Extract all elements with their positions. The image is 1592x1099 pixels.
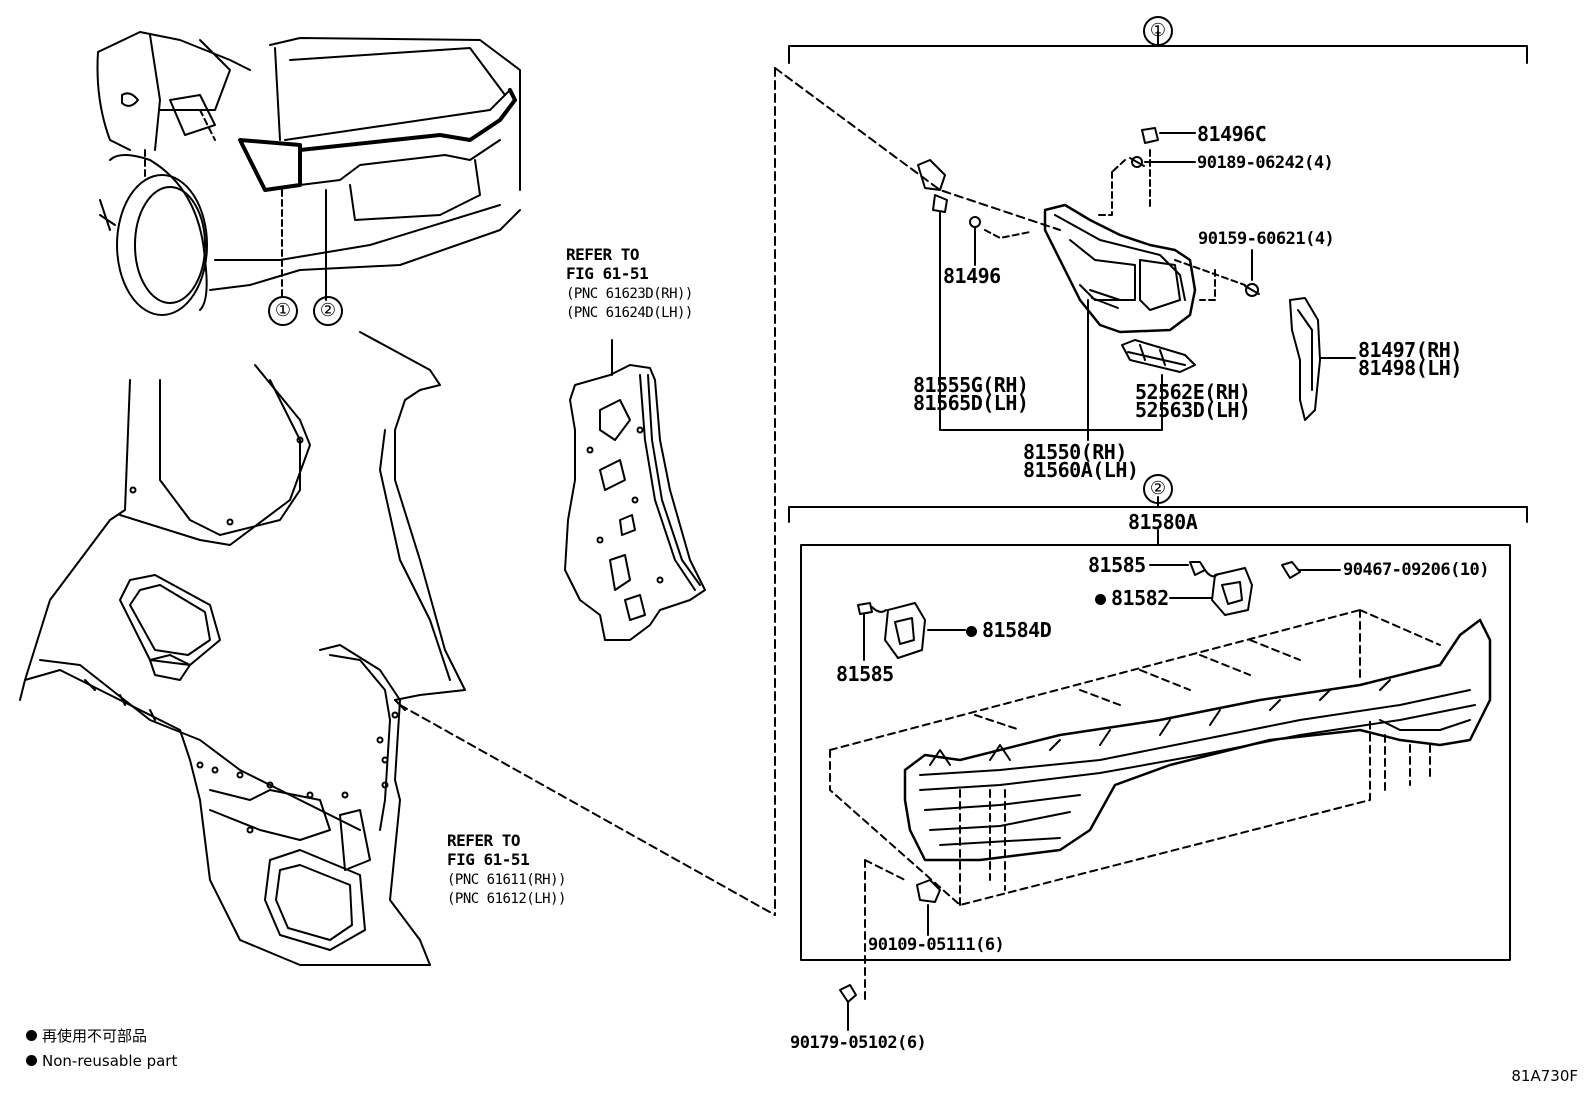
ref-upper-line1: REFER TO [566,245,640,264]
ref-lower-line3: (PNC 61611(RH)) [447,872,566,888]
group2-frame [788,496,1528,961]
part-81565D-lh: 81565D(LH) [913,391,1029,415]
legend-dot [26,1055,37,1066]
ref-upper-line4: (PNC 61624D(LH)) [566,305,693,321]
ref-upper-line3: (PNC 61623D(RH)) [566,286,693,302]
part-81584D: 81584D [966,618,1052,642]
part-81585-top: 81585 [1088,553,1146,577]
part-81582: 81582 [1095,588,1169,608]
part-90179-05102: 90179-05102(6) [790,1033,927,1053]
part-81584D-label: 81584D [982,618,1052,642]
figure-code: 81A730F [1511,1067,1578,1085]
part-81497-rh: 81497(RH) [1358,338,1462,362]
group1-parts [917,127,1356,421]
side-panel [564,339,706,641]
part-52562E-rh: 52562E(RH) [1135,380,1251,404]
quarter-panel [19,331,466,966]
part-81555G-rh: 81555G(RH) [913,373,1029,397]
legend-jp: 再使用不可部品 [26,1027,147,1045]
part-90467-09206: 90467-09206(10) [1343,560,1490,580]
legend-jp-text: 再使用不可部品 [42,1027,148,1045]
legend-en: Non-reusable part [26,1052,177,1070]
car-callout-1: ① [268,296,298,326]
part-81560A-lh: 81560A(LH) [1023,458,1139,482]
ref-upper-line2: FIG 61-51 [566,264,649,283]
part-81580A: 81580A [1128,510,1198,534]
ref-lower-line1: REFER TO [447,831,521,850]
callout-1: ① [1143,16,1173,46]
callout-2: ② [1143,474,1173,504]
part-81498-lh: 81498(LH) [1358,356,1462,380]
ref-lower-line4: (PNC 61612(LH)) [447,891,566,907]
group2-parts [829,561,1492,1031]
non-reusable-dot [1095,594,1106,605]
car-rear-view [96,31,521,316]
part-81496C: 81496C [1197,122,1267,146]
part-81550-rh: 81550(RH) [1023,440,1127,464]
non-reusable-dot [966,626,977,637]
legend-en-text: Non-reusable part [42,1052,178,1070]
part-81585-left: 81585 [836,662,894,686]
part-90159-60621: 90159-60621(4) [1198,229,1335,249]
ref-lower-line2: FIG 61-51 [447,850,530,869]
car-callout-2: ② [313,296,343,326]
part-81496: 81496 [943,264,1001,288]
part-90189-06242: 90189-06242(4) [1197,153,1334,173]
part-52563D-lh: 52563D(LH) [1135,398,1251,422]
group1-frame [399,31,1528,916]
part-90109-05111: 90109-05111(6) [868,935,1005,955]
legend-dot [26,1030,37,1041]
part-81582-label: 81582 [1111,586,1169,610]
